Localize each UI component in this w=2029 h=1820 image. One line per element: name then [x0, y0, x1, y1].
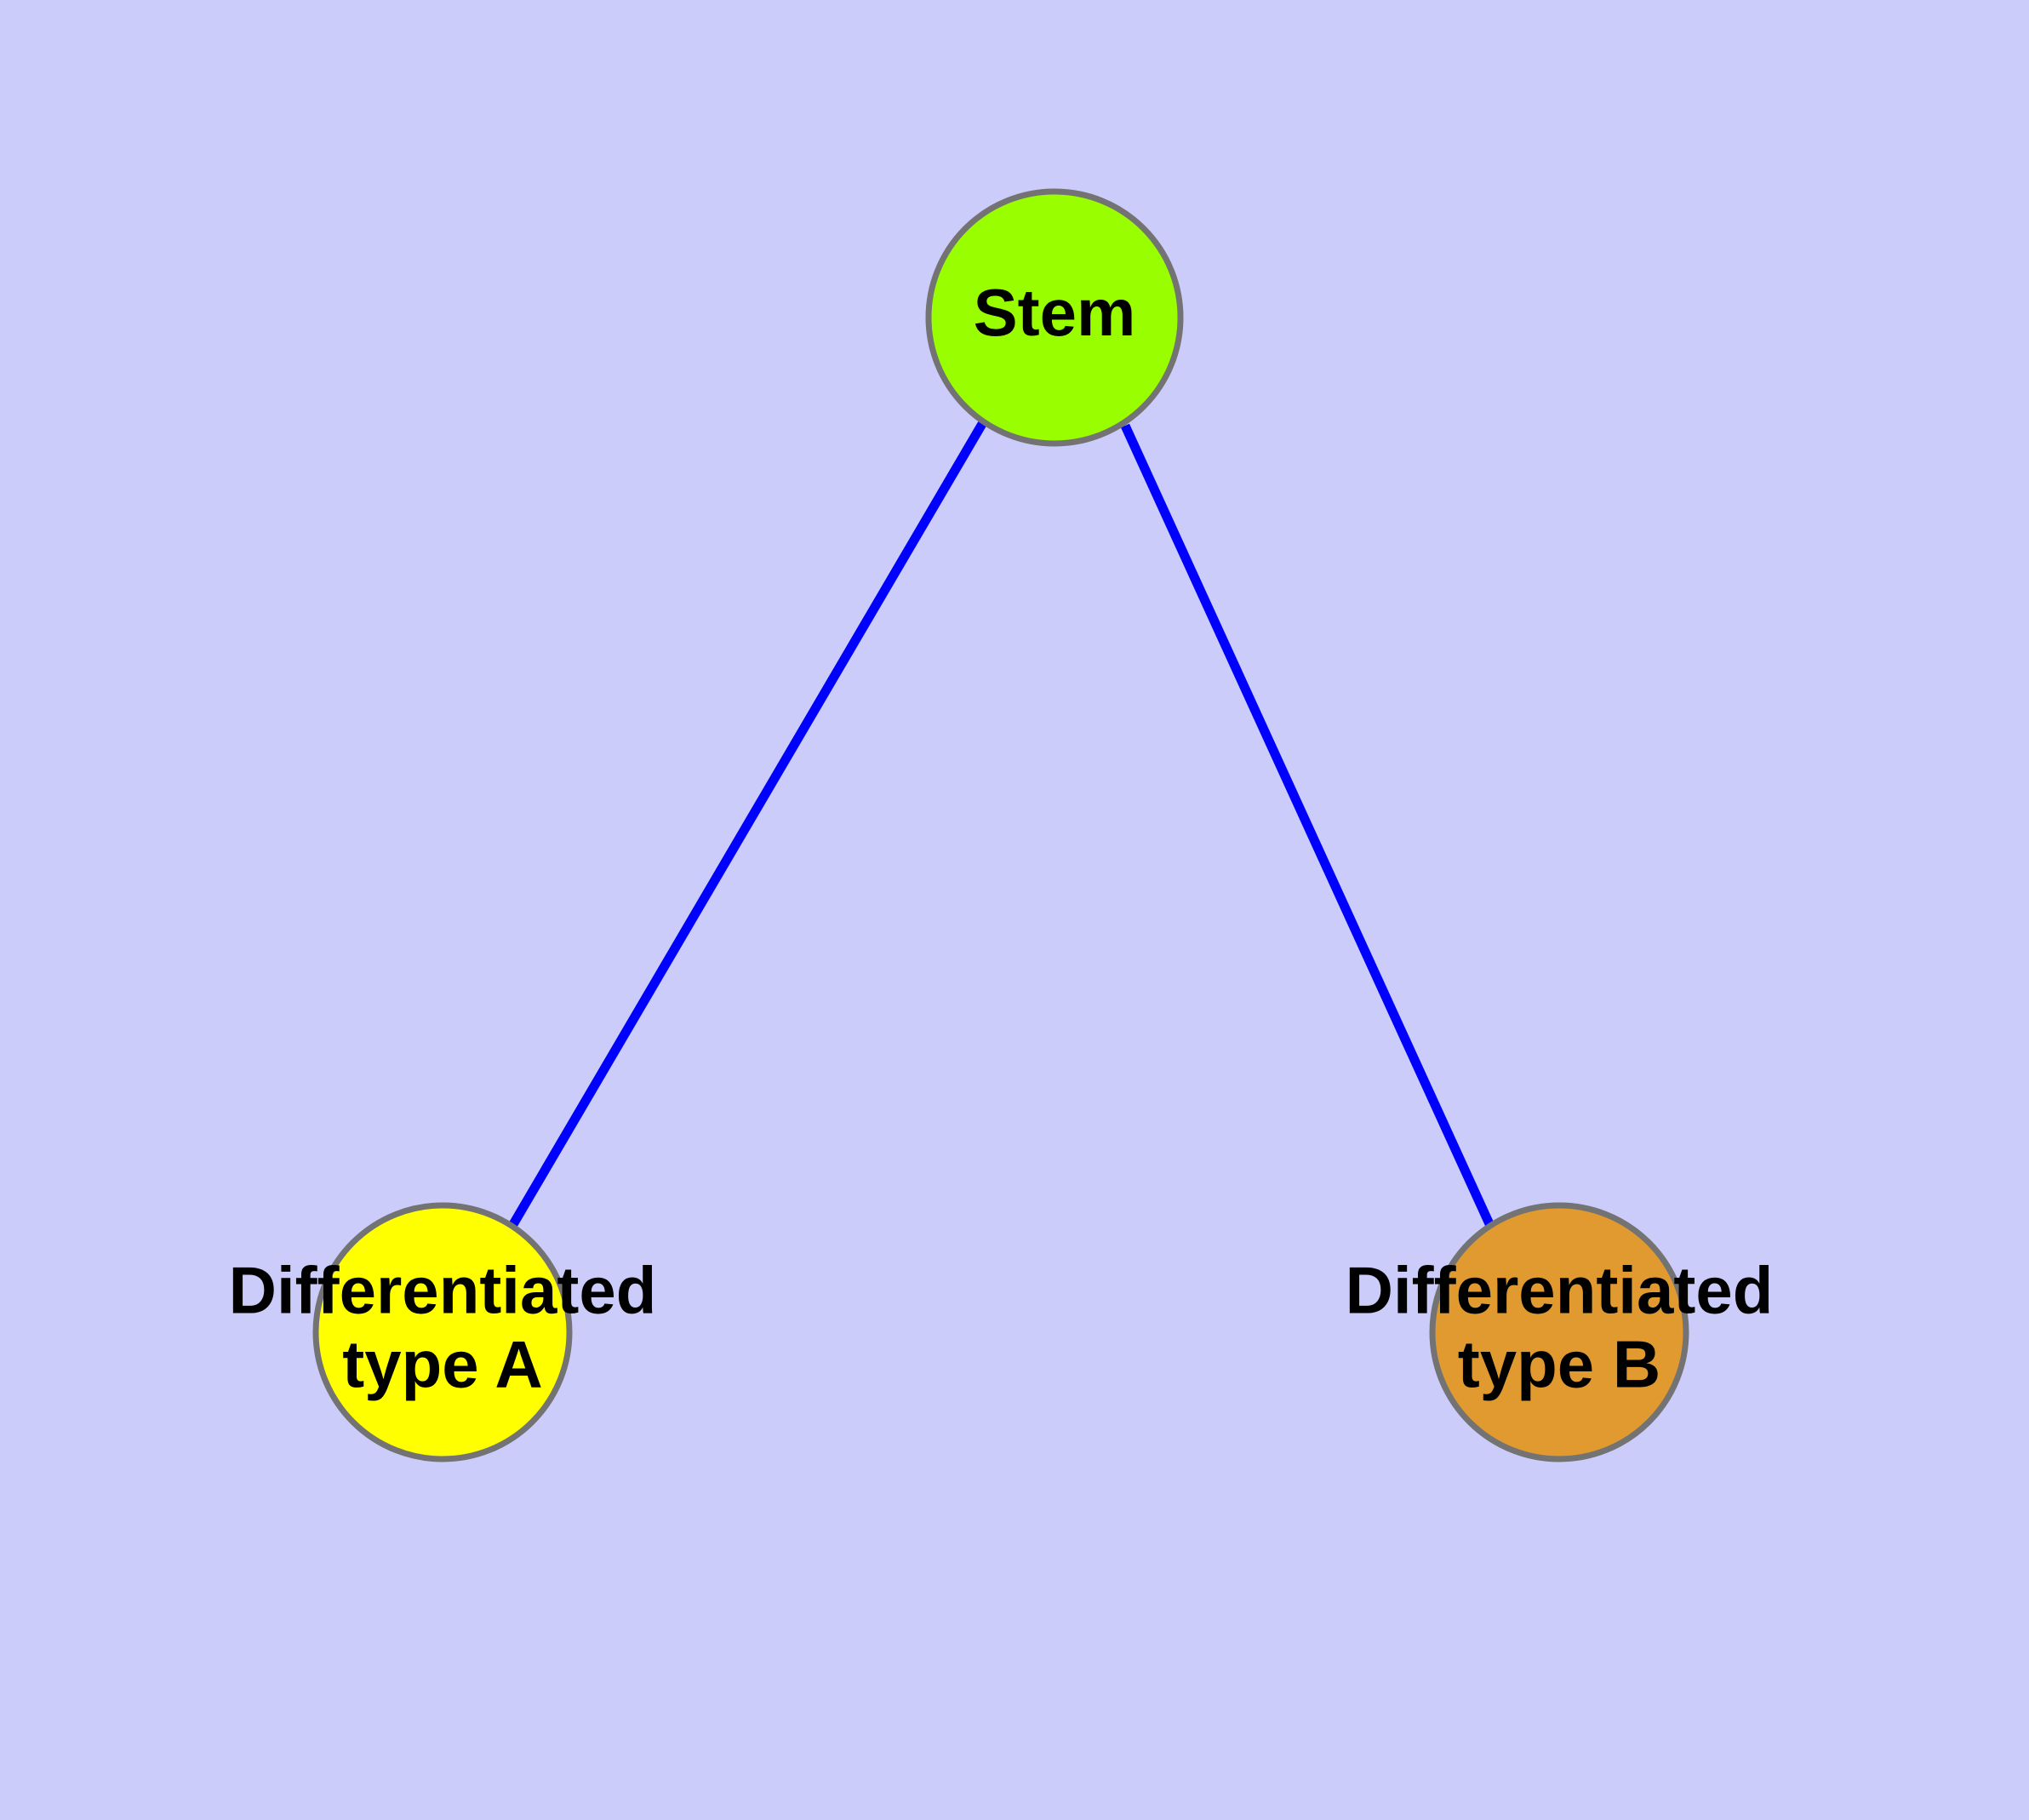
graph-edge[interactable]: [508, 421, 986, 1228]
node-label-line: Differentiated: [229, 1252, 657, 1327]
graph-node-diff_a[interactable]: [312, 1202, 573, 1462]
nodes-layer: [312, 188, 1689, 1462]
node-label-line: type B: [1458, 1326, 1660, 1401]
node-label-line: Stem: [974, 275, 1136, 350]
graph-node-stem[interactable]: [925, 188, 1184, 447]
node-label-stem: Stem: [974, 275, 1136, 350]
graph-node-diff_b[interactable]: [1429, 1202, 1689, 1462]
node-label-line: type A: [342, 1326, 543, 1401]
edges-layer: [508, 421, 1495, 1228]
node-label-line: Differentiated: [1346, 1252, 1774, 1327]
graph-edge[interactable]: [1120, 423, 1495, 1228]
